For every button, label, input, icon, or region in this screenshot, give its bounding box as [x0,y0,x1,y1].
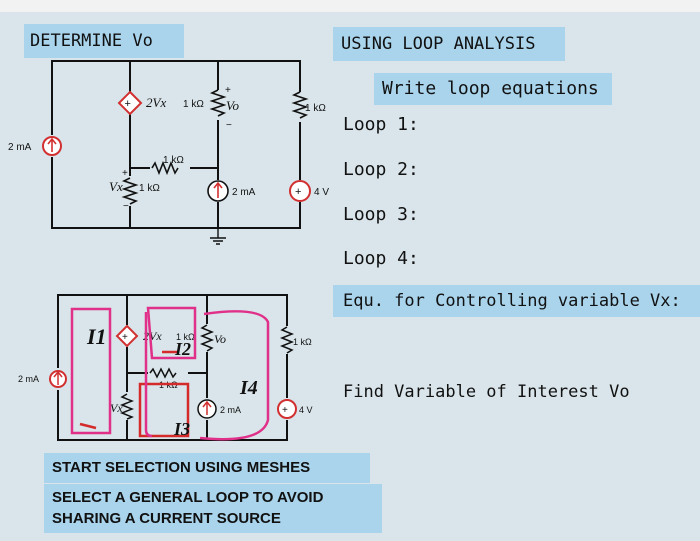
note-general-loop-line2: SHARING A CURRENT SOURCE [52,510,281,527]
vs-label: 4 V [314,187,329,198]
b-cs-left-label: 2 mA [18,374,39,384]
resistor-right [291,91,309,119]
mesh-i1-label: I1 [86,324,107,349]
b-cs-mid-label: 2 mA [220,405,241,415]
vx-minus: − [123,201,129,212]
loop-3-label: Loop 3: [343,204,419,225]
resistor-vo [209,89,227,117]
b-vo-label: Vo [214,332,226,346]
resistor-mid [151,160,179,176]
svg-text:+: + [122,332,128,343]
vo-label: Vo [226,98,240,113]
b-r-top-label: 1 kΩ [176,332,195,342]
note-meshes: START SELECTION USING MESHES [44,453,370,483]
note-general-loop: SELECT A GENERAL LOOP TO AVOID SHARING A… [44,484,382,533]
cs-left-label: 2 mA [8,142,32,153]
vx-plus: + [122,168,128,179]
current-source-mid [207,180,229,202]
b-dep-source-label: 2Vx [143,329,162,343]
instruction-label: Write loop equations [374,73,612,105]
vx-label: Vx [109,179,123,194]
ground-symbol [210,228,226,245]
r-right-label: 1 kΩ [305,103,326,114]
svg-text:+: + [282,405,288,416]
cs-mid-label: 2 mA [232,187,256,198]
dep-source-label: 2Vx [146,95,166,110]
vo-plus: + [225,85,231,96]
top-circuit [51,60,301,229]
r-mid-label: 1 kΩ [163,155,184,166]
r-top-label: 1 kΩ [183,99,204,110]
r-left-label: 1 kΩ [139,183,160,194]
mesh-annotations [70,306,270,441]
mesh-i3-label: I3 [173,419,190,439]
svg-text:+: + [125,98,131,110]
note-general-loop-line1: SELECT A GENERAL LOOP TO AVOID [52,489,324,506]
photo-top-strip [0,0,700,14]
voltage-source: + [289,180,311,202]
b-vx-label: Vx [110,401,123,415]
b-r-right-label: 1 kΩ [293,337,312,347]
controlling-variable-box: Equ. for Controlling variable Vx: [333,285,700,317]
dependent-voltage-source: + [117,90,143,116]
current-source-left [42,136,62,156]
svg-text:+: + [295,186,301,198]
vo-minus: − [226,120,232,131]
page-subtitle: USING LOOP ANALYSIS [333,27,565,61]
loop-2-label: Loop 2: [343,159,419,180]
resistor-vx [121,177,139,205]
page-title: DETERMINE Vo [24,24,184,58]
loop-1-label: Loop 1: [343,114,419,135]
mesh-i4-label: I4 [239,377,258,399]
variable-of-interest-label: Find Variable of Interest Vo [343,382,630,402]
b-vs-label: 4 V [299,405,313,415]
loop-4-label: Loop 4: [343,248,419,269]
mesh-i2-label: I2 [174,339,191,359]
